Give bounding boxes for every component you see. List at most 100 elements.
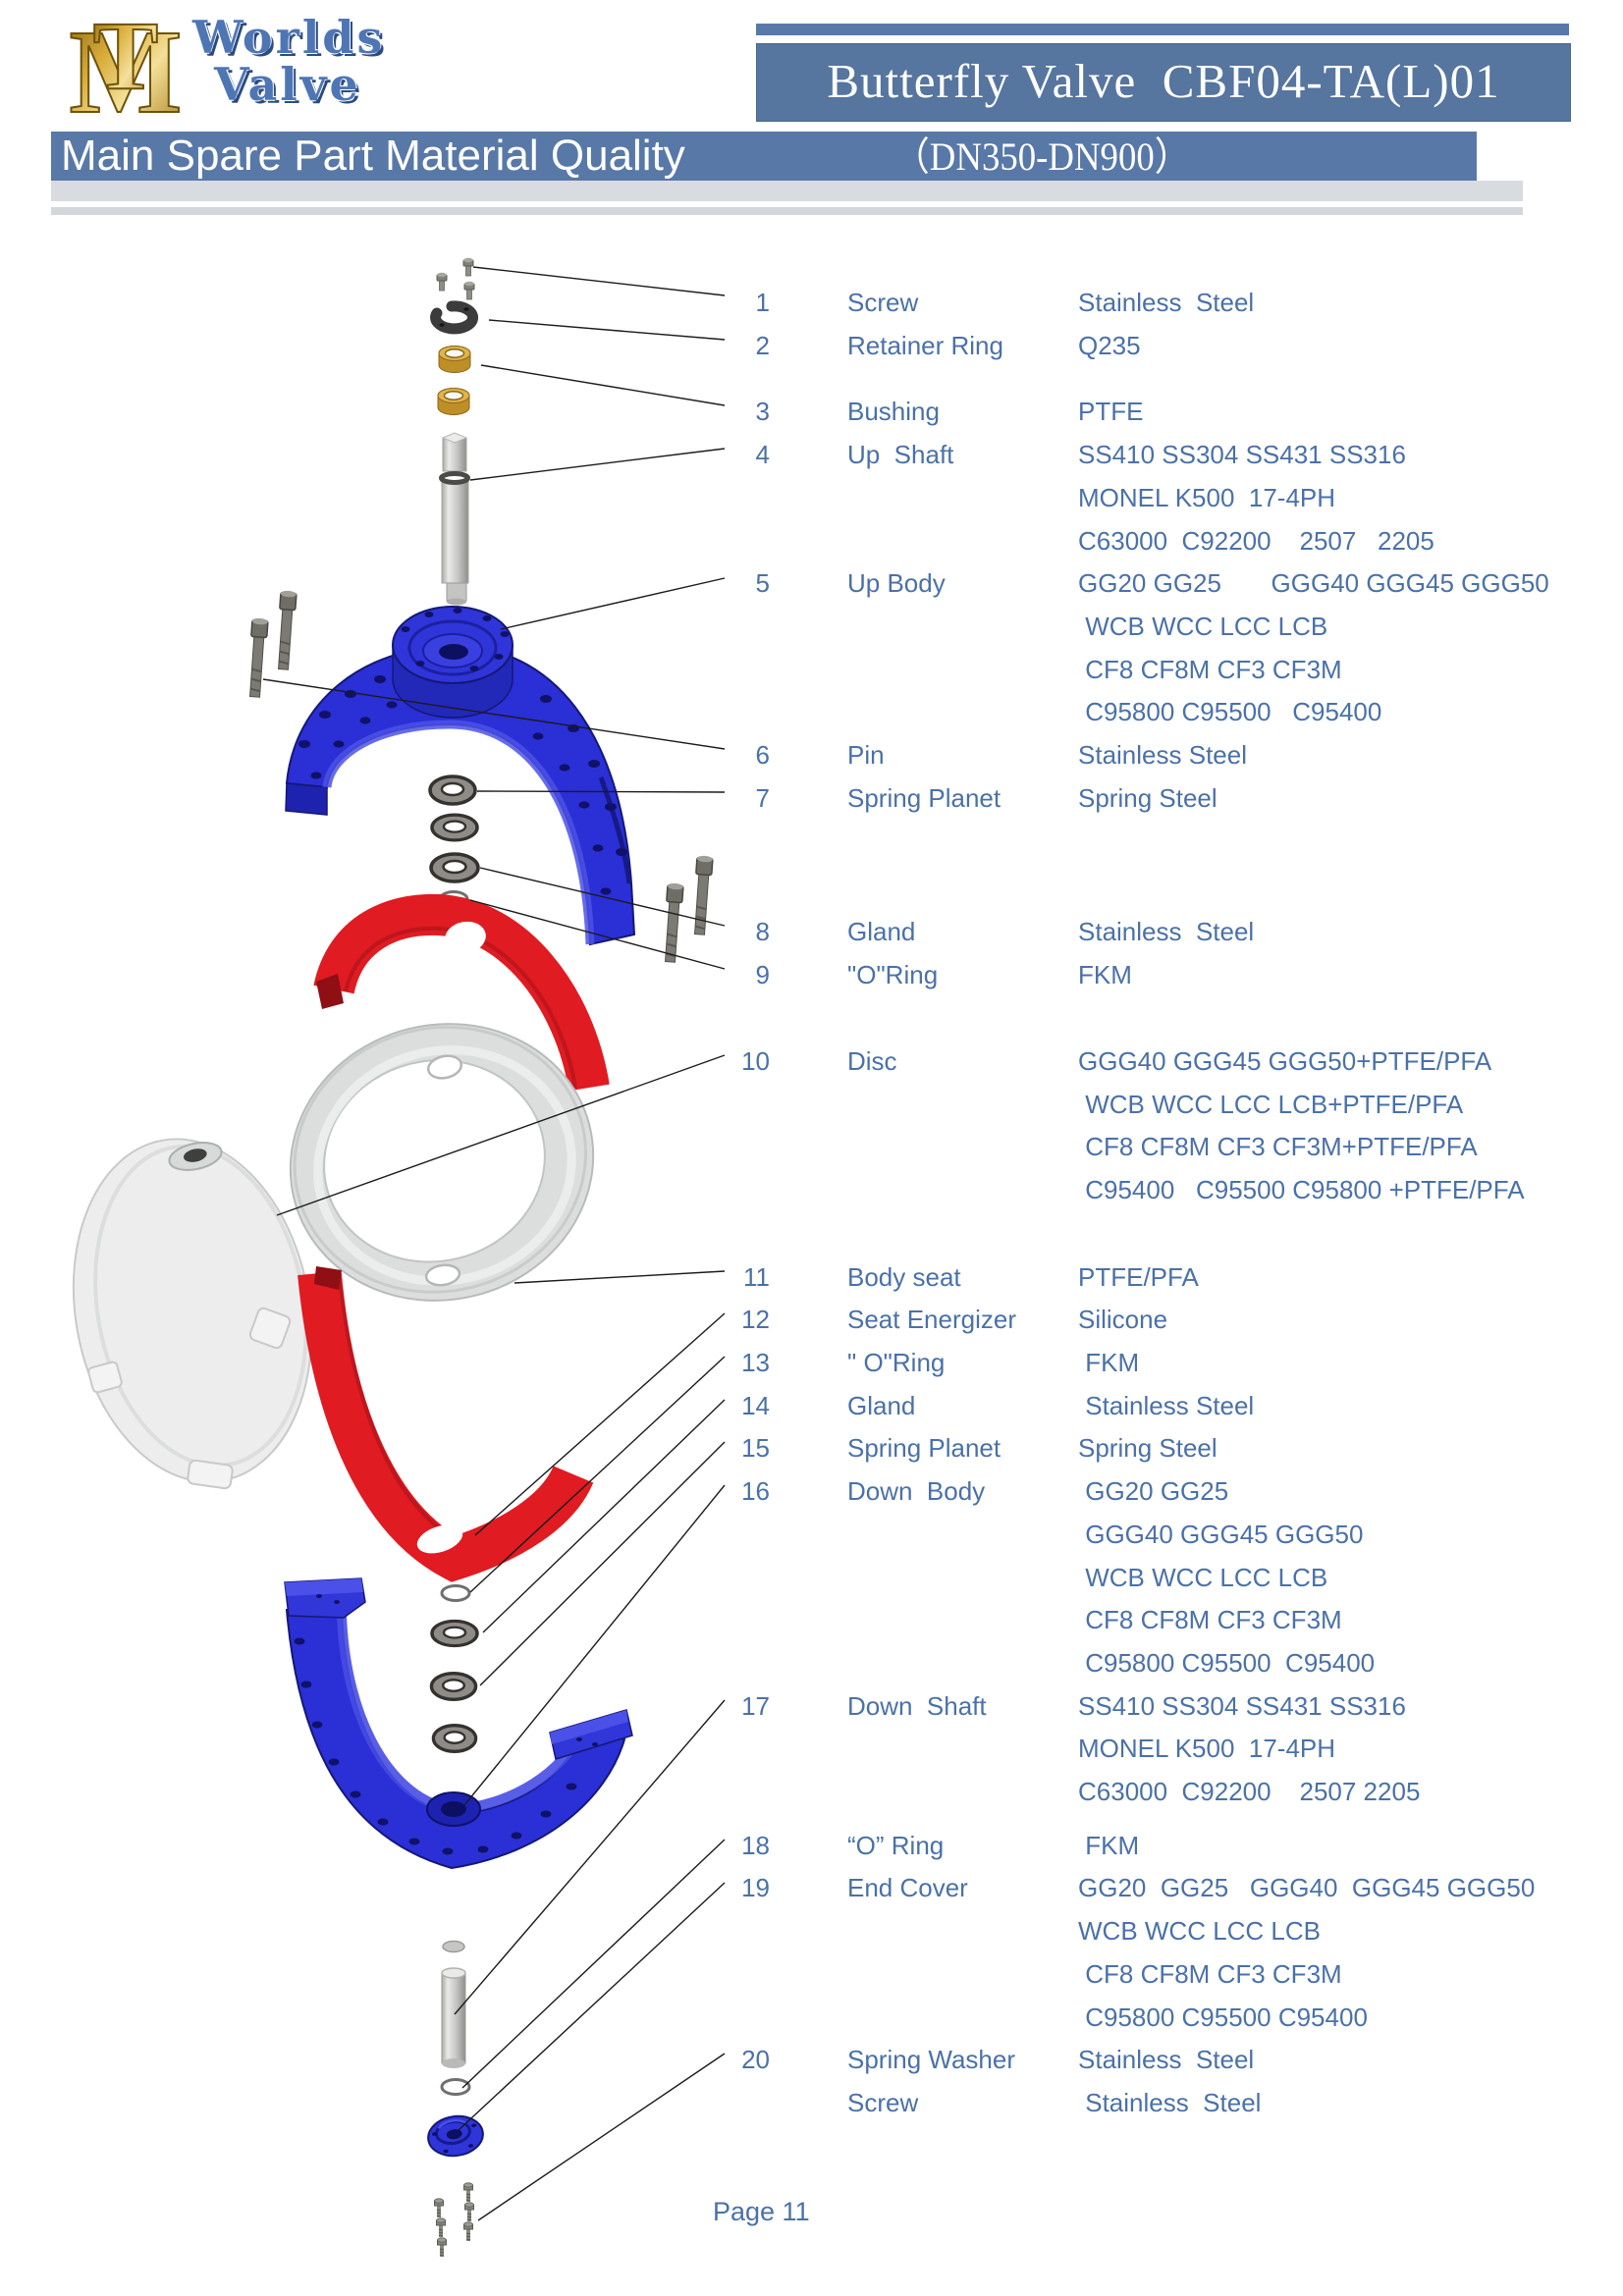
brand-word-2: Valve: [214, 58, 361, 111]
part-name: Up Shaft: [847, 440, 954, 469]
part-number: 7: [755, 783, 770, 813]
part-material: Spring Steel: [1078, 783, 1217, 813]
part-material: FKM: [1078, 1348, 1140, 1377]
part-material: Spring Steel: [1078, 1433, 1217, 1463]
part-number: 20: [741, 2045, 770, 2074]
part-name: Retainer Ring: [847, 331, 1003, 360]
part-material: Q235: [1078, 331, 1141, 360]
part-material: GGG40 GGG45 GGG50: [1078, 1520, 1364, 1549]
part-number: 3: [755, 397, 770, 426]
part-name: Seat Energizer: [847, 1305, 1016, 1334]
up-body-part: [285, 606, 636, 946]
part-material: MONEL K500 17-4PH: [1078, 483, 1336, 512]
part-material: Stainless Steel: [1078, 740, 1247, 770]
section-heading: Main Spare Part Material Quality: [61, 132, 685, 180]
part-material: C95400 C95500 C95800 +PTFE/PFA: [1078, 1175, 1525, 1204]
part-material: WCB WCC LCC LCB: [1078, 1916, 1322, 1946]
part-number: 19: [741, 1873, 770, 1902]
part-material: C95800 C95500 C95400: [1078, 1648, 1376, 1678]
part-material: PTFE/PFA: [1078, 1262, 1199, 1292]
part-number: 14: [741, 1391, 770, 1420]
title-box: Butterfly Valve CBF04-TA(L)01: [756, 43, 1571, 122]
part-name: Gland: [847, 1391, 916, 1420]
part-material: WCB WCC LCC LCB+PTFE/PFA: [1078, 1090, 1464, 1119]
part-material: GGG40 GGG45 GGG50+PTFE/PFA: [1078, 1046, 1492, 1076]
part-name: Down Body: [847, 1476, 986, 1506]
part-name: Screw: [847, 2088, 919, 2117]
part-material: GG20 GG25 GGG40 GGG45 GGG50: [1078, 568, 1549, 598]
part-number: 18: [741, 1831, 770, 1860]
part-material: C63000 C92200 2507 2205: [1078, 1777, 1421, 1806]
part-name: Up Body: [847, 568, 946, 598]
section-banner: Main Spare Part Material Quality （DN350-…: [51, 132, 1477, 181]
bushing-parts: [437, 345, 471, 416]
retainer-ring-part: [430, 300, 479, 335]
part-number: 9: [755, 960, 770, 989]
banner-shadow-strip: [51, 181, 1523, 201]
page-number-label: Page 11: [713, 2197, 810, 2226]
part-material: CF8 CF8M CF3 CF3M: [1078, 1605, 1342, 1634]
part-name: “O” Ring: [847, 1831, 945, 1860]
section-size-range: （DN350-DN900）: [893, 134, 1191, 179]
part-material: C95800 C95500 C95400: [1078, 697, 1382, 726]
svg-text:T: T: [93, 10, 159, 110]
seat-energizer-upper-part: [313, 893, 610, 1092]
part-material: Silicone: [1078, 1305, 1168, 1334]
svg-text:M: M: [69, 10, 182, 128]
part-material: FKM: [1078, 1831, 1140, 1860]
seat-energizer-lower-part: [298, 1266, 594, 1582]
part-material: FKM: [1078, 960, 1132, 989]
part-name: Screw: [847, 288, 919, 317]
part-number: 11: [743, 1262, 770, 1292]
part-material: Stainless Steel: [1078, 288, 1255, 317]
part-number: 6: [755, 740, 770, 770]
part-material: SS410 SS304 SS431 SS316: [1078, 440, 1406, 469]
part-material: SS410 SS304 SS431 SS316: [1078, 1691, 1406, 1721]
part-material: Stainless Steel: [1078, 917, 1255, 946]
end-cover-part: [427, 2114, 484, 2158]
part-material: CF8 CF8M CF3 CF3M: [1078, 1959, 1342, 1989]
part-material: CF8 CF8M CF3 CF3M: [1078, 655, 1342, 684]
part-number: 4: [755, 440, 770, 469]
part-name: End Cover: [847, 1873, 968, 1902]
body-seat-part: [289, 1023, 595, 1302]
part-number: 2: [755, 331, 770, 360]
part-material: Stainless Steel: [1078, 2045, 1255, 2074]
down-shaft-part: [441, 1940, 466, 2068]
part-number: 13: [741, 1348, 770, 1377]
part-name: "O"Ring: [847, 960, 939, 989]
part-material: WCB WCC LCC LCB: [1078, 612, 1328, 641]
part-material: PTFE: [1078, 397, 1144, 426]
part-material: Stainless Steel: [1078, 1391, 1255, 1420]
title-top-strip: [756, 24, 1569, 35]
part-name: Disc: [847, 1046, 897, 1076]
part-number: 1: [755, 288, 770, 317]
end-cover-oring-part: [440, 2078, 471, 2096]
part-name: Bushing: [847, 397, 940, 426]
part-name: Body seat: [847, 1262, 961, 1292]
part-number: 16: [741, 1476, 770, 1506]
part-material: C63000 C92200 2507 2205: [1078, 526, 1434, 556]
part-name: Down Shaft: [847, 1691, 987, 1721]
pin-parts-left: [245, 589, 298, 699]
part-material: GG20 GG25 GGG40 GGG45 GGG50: [1078, 1873, 1536, 1902]
leader-lines: [262, 266, 726, 2221]
part-name: Gland: [847, 917, 916, 946]
screw-top-parts: [436, 257, 475, 300]
disc-part: [72, 1138, 313, 1490]
part-number: 17: [741, 1691, 770, 1721]
part-number: 5: [755, 568, 770, 598]
part-number: 8: [755, 917, 770, 946]
part-material: Stainless Steel: [1078, 2088, 1262, 2117]
page-title: Butterfly Valve CBF04-TA(L)01: [827, 54, 1500, 108]
part-material: CF8 CF8M CF3 CF3M+PTFE/PFA: [1078, 1132, 1478, 1161]
part-name: Pin: [847, 740, 885, 770]
spring-planet-gland-parts: [428, 774, 480, 908]
up-shaft-part: [439, 432, 470, 606]
brand-wordmark: Worlds Valve: [192, 14, 448, 108]
part-material: WCB WCC LCC LCB: [1078, 1563, 1328, 1592]
brand-word-1: Worlds: [192, 11, 386, 64]
part-name: Spring Planet: [847, 783, 1001, 813]
